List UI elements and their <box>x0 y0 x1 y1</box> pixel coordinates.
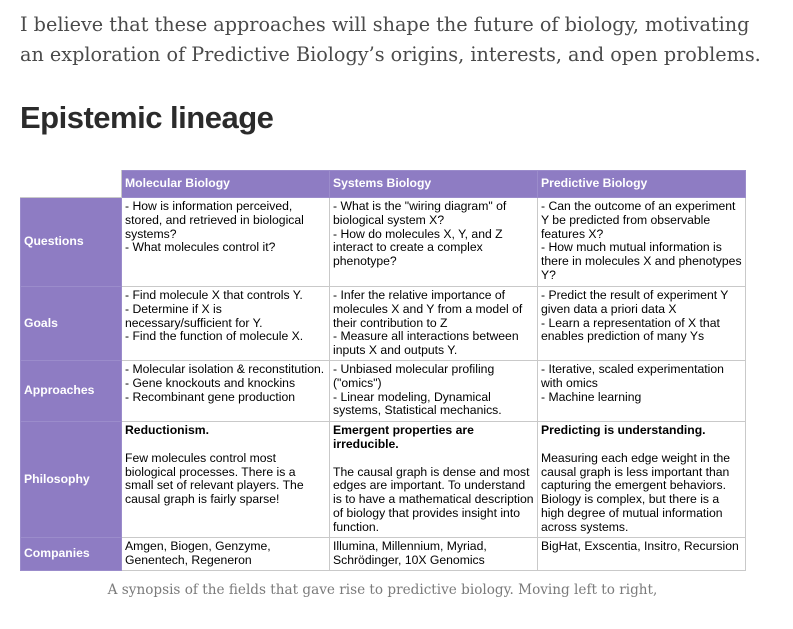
table-cell: - Iterative, scaled experimentation with… <box>537 359 746 422</box>
column-header-molecular-biology: Molecular Biology <box>121 170 330 198</box>
table-row-companies: Companies Amgen, Biogen, Genzyme, Genent… <box>20 536 746 571</box>
cell-heading: Emergent properties are irreducible. <box>333 422 474 451</box>
table-row-goals: Goals - Find molecule X that controls Y.… <box>20 286 746 361</box>
cell-body: Few molecules control most biological pr… <box>125 450 304 507</box>
column-header-systems-biology: Systems Biology <box>329 170 538 198</box>
table-cell: - Infer the relative importance of molec… <box>329 286 538 361</box>
row-label-questions: Questions <box>20 197 122 287</box>
section-heading: Epistemic lineage <box>20 100 274 135</box>
table-cell: - Unbiased molecular profiling ("omics")… <box>329 359 538 422</box>
row-label-approaches: Approaches <box>20 359 122 422</box>
cell-heading: Reductionism. <box>125 422 209 437</box>
table-cell: Illumina, Millennium, Myriad, Schrödinge… <box>329 536 538 571</box>
table-cell: Reductionism. Few molecules control most … <box>121 420 330 538</box>
row-label-companies: Companies <box>20 536 122 571</box>
row-label-philosophy: Philosophy <box>20 420 122 538</box>
table-cell: BigHat, Exscentia, Insitro, Recursion <box>537 536 746 571</box>
cell-heading: Predicting is understanding. <box>541 422 706 437</box>
table-row-philosophy: Philosophy Reductionism. Few molecules co… <box>20 420 746 538</box>
row-label-goals: Goals <box>20 286 122 361</box>
table-cell: Amgen, Biogen, Genzyme, Genentech, Regen… <box>121 536 330 571</box>
table-cell: - Can the outcome of an experiment Y be … <box>537 197 746 287</box>
cell-body: The causal graph is dense and most edges… <box>333 464 534 534</box>
table-cell: - What is the "wiring diagram" of biolog… <box>329 197 538 287</box>
table-cell: - Predict the result of experiment Y giv… <box>537 286 746 361</box>
table-row-questions: Questions - How is information perceived… <box>20 197 746 287</box>
table-row-approaches: Approaches - Molecular isolation & recon… <box>20 359 746 422</box>
table-cell: - Molecular isolation & reconstitution. … <box>121 359 330 422</box>
epistemic-lineage-table: Molecular Biology Systems Biology Predic… <box>20 170 746 571</box>
cell-body: Measuring each edge weight in the causal… <box>541 450 731 534</box>
column-header-predictive-biology: Predictive Biology <box>537 170 746 198</box>
table-corner-cell <box>20 170 122 198</box>
intro-paragraph: I believe that these approaches will sha… <box>20 13 761 66</box>
table-cell: Predicting is understanding. Measuring ea… <box>537 420 746 538</box>
table-cell: - How is information perceived, stored, … <box>121 197 330 287</box>
table-caption: A synopsis of the fields that gave rise … <box>107 582 658 598</box>
table-cell: - Find molecule X that controls Y. - Det… <box>121 286 330 361</box>
table-cell: Emergent properties are irreducible. The … <box>329 420 538 538</box>
table-header-row: Molecular Biology Systems Biology Predic… <box>20 170 746 198</box>
